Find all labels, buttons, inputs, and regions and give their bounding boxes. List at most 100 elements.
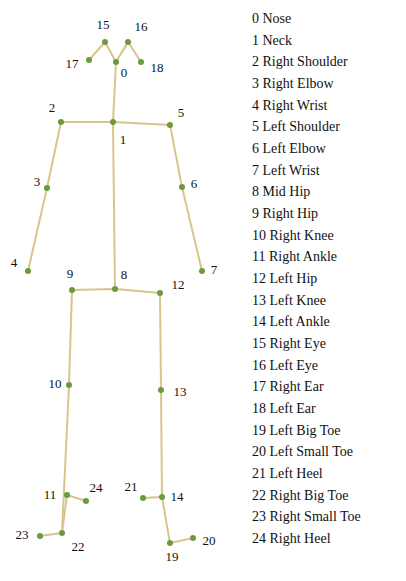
keypoint-number-text: 14 bbox=[171, 489, 184, 504]
keypoint-list-entry: 11 Right Ankle bbox=[252, 249, 337, 265]
keypoint-number-text: 12 bbox=[172, 277, 185, 292]
keypoint-list-entry-text: 8 Mid Hip bbox=[252, 184, 310, 199]
keypoint-number: 10 bbox=[49, 376, 62, 392]
keypoint-list-entry: 23 Right Small Toe bbox=[252, 509, 361, 525]
keypoint-list-entry-text: 6 Left Elbow bbox=[252, 141, 326, 156]
keypoint-number: 11 bbox=[44, 487, 57, 503]
keypoint-list-entry-text: 14 Left Ankle bbox=[252, 314, 330, 329]
bone-lines bbox=[28, 42, 202, 543]
keypoint-number: 18 bbox=[151, 60, 164, 76]
keypoint-list-entry-text: 17 Right Ear bbox=[252, 379, 324, 394]
keypoint-list-entry-text: 12 Left Hip bbox=[252, 271, 317, 286]
keypoint-number-text: 18 bbox=[151, 60, 164, 75]
keypoint-number: 5 bbox=[178, 105, 185, 121]
keypoint-list-entry: 13 Left Knee bbox=[252, 293, 326, 309]
keypoint-number-text: 20 bbox=[203, 533, 216, 548]
keypoint-number: 0 bbox=[121, 65, 128, 81]
keypoint-number: 24 bbox=[90, 480, 103, 496]
keypoint-number: 16 bbox=[135, 19, 148, 35]
keypoint-number: 20 bbox=[203, 533, 216, 549]
keypoint-list-entry: 7 Left Wrist bbox=[252, 163, 320, 179]
keypoint-list-entry-text: 23 Right Small Toe bbox=[252, 509, 361, 524]
keypoint-list-entry: 0 Nose bbox=[252, 11, 291, 27]
keypoint-number: 7 bbox=[211, 262, 218, 278]
keypoint-number: 12 bbox=[172, 277, 185, 293]
keypoint-list-entry: 2 Right Shoulder bbox=[252, 54, 348, 70]
keypoint-list-entry: 17 Right Ear bbox=[252, 379, 324, 395]
keypoint-number: 9 bbox=[67, 266, 74, 282]
keypoint-number-text: 9 bbox=[67, 266, 74, 281]
right-toe-bone bbox=[40, 533, 62, 536]
keypoint-number: 15 bbox=[97, 17, 110, 33]
keypoint-list-entry: 19 Left Big Toe bbox=[252, 423, 341, 439]
keypoint-list-entry-text: 13 Left Knee bbox=[252, 293, 326, 308]
keypoint-list-entry: 10 Right Knee bbox=[252, 228, 334, 244]
right-foot-bone bbox=[62, 495, 67, 533]
keypoint-number-text: 3 bbox=[34, 174, 41, 189]
keypoint-number-text: 7 bbox=[211, 262, 218, 277]
keypoint-list-entry-text: 10 Right Knee bbox=[252, 228, 334, 243]
keypoint-list-entry: 14 Left Ankle bbox=[252, 314, 330, 330]
keypoint-number-text: 15 bbox=[97, 17, 110, 32]
keypoint-number-text: 13 bbox=[174, 384, 187, 399]
keypoint-number: 13 bbox=[174, 384, 187, 400]
keypoint-number-text: 16 bbox=[135, 19, 148, 34]
keypoint-list-entry-text: 16 Left Eye bbox=[252, 358, 318, 373]
keypoint-list-entry-text: 24 Right Heel bbox=[252, 531, 331, 546]
keypoint-list-entry: 9 Right Hip bbox=[252, 206, 318, 222]
keypoint-number-text: 17 bbox=[66, 56, 79, 71]
keypoint-list-entry-text: 9 Right Hip bbox=[252, 206, 318, 221]
keypoint-number: 2 bbox=[49, 100, 56, 116]
keypoint-list-entry: 6 Left Elbow bbox=[252, 141, 326, 157]
keypoint-list-entry: 5 Left Shoulder bbox=[252, 119, 340, 135]
keypoint-list-entry-text: 21 Left Heel bbox=[252, 466, 323, 481]
keypoint-number-text: 19 bbox=[166, 549, 179, 564]
keypoint-list-entry: 1 Neck bbox=[252, 33, 292, 49]
left-toe-bone bbox=[170, 538, 193, 543]
keypoint-number-text: 24 bbox=[90, 480, 103, 495]
keypoint-list-entry-text: 20 Left Small Toe bbox=[252, 444, 353, 459]
keypoint-list-entry: 4 Right Wrist bbox=[252, 98, 327, 114]
keypoint-number: 21 bbox=[125, 479, 138, 495]
keypoint-list-entry-text: 0 Nose bbox=[252, 11, 291, 26]
keypoint-number: 3 bbox=[34, 174, 41, 190]
keypoint-number: 23 bbox=[16, 527, 29, 543]
keypoint-list-entry-text: 4 Right Wrist bbox=[252, 98, 327, 113]
keypoint-list-entry: 20 Left Small Toe bbox=[252, 444, 353, 460]
keypoint-list-entry: 18 Left Ear bbox=[252, 401, 316, 417]
keypoint-number-text: 10 bbox=[49, 376, 62, 391]
keypoint-number-text: 4 bbox=[11, 255, 18, 270]
keypoint-number-text: 0 bbox=[121, 65, 128, 80]
keypoint-list-entry: 8 Mid Hip bbox=[252, 184, 310, 200]
neck-bone bbox=[113, 62, 116, 122]
keypoint-list-entry: 24 Right Heel bbox=[252, 531, 331, 547]
keypoint-number: 19 bbox=[166, 549, 179, 565]
keypoint-list-entry: 3 Right Elbow bbox=[252, 76, 334, 92]
keypoint-list-entry-text: 18 Left Ear bbox=[252, 401, 316, 416]
keypoint-list-entry: 16 Left Eye bbox=[252, 358, 318, 374]
keypoint-list-entry-text: 1 Neck bbox=[252, 33, 292, 48]
keypoint-list-entry-text: 7 Left Wrist bbox=[252, 163, 320, 178]
keypoint-number: 6 bbox=[191, 176, 198, 192]
keypoint-list-entry-text: 11 Right Ankle bbox=[252, 249, 337, 264]
keypoint-number: 8 bbox=[121, 267, 128, 283]
keypoint-number-text: 22 bbox=[72, 539, 85, 554]
keypoint-list-entry-text: 19 Left Big Toe bbox=[252, 423, 341, 438]
keypoint-number-text: 21 bbox=[125, 479, 138, 494]
keypoint-list-entry-text: 2 Right Shoulder bbox=[252, 54, 348, 69]
keypoint-number: 22 bbox=[72, 539, 85, 555]
keypoint-list-entry-text: 22 Right Big Toe bbox=[252, 488, 348, 503]
keypoint-list-entry: 15 Right Eye bbox=[252, 336, 326, 352]
keypoint-number: 14 bbox=[171, 489, 184, 505]
keypoint-list-entry-text: 15 Right Eye bbox=[252, 336, 326, 351]
keypoint-number-text: 8 bbox=[121, 267, 128, 282]
keypoint-number-text: 1 bbox=[120, 132, 127, 147]
keypoint-number-text: 5 bbox=[178, 105, 185, 120]
keypoint-number: 4 bbox=[11, 255, 18, 271]
keypoint-list-entry: 21 Left Heel bbox=[252, 466, 323, 482]
keypoint-number-text: 11 bbox=[44, 487, 57, 502]
keypoint-number: 17 bbox=[66, 56, 79, 72]
keypoint-list-entry-text: 3 Right Elbow bbox=[252, 76, 334, 91]
keypoint-number: 1 bbox=[120, 132, 127, 148]
keypoint-number-text: 23 bbox=[16, 527, 29, 542]
